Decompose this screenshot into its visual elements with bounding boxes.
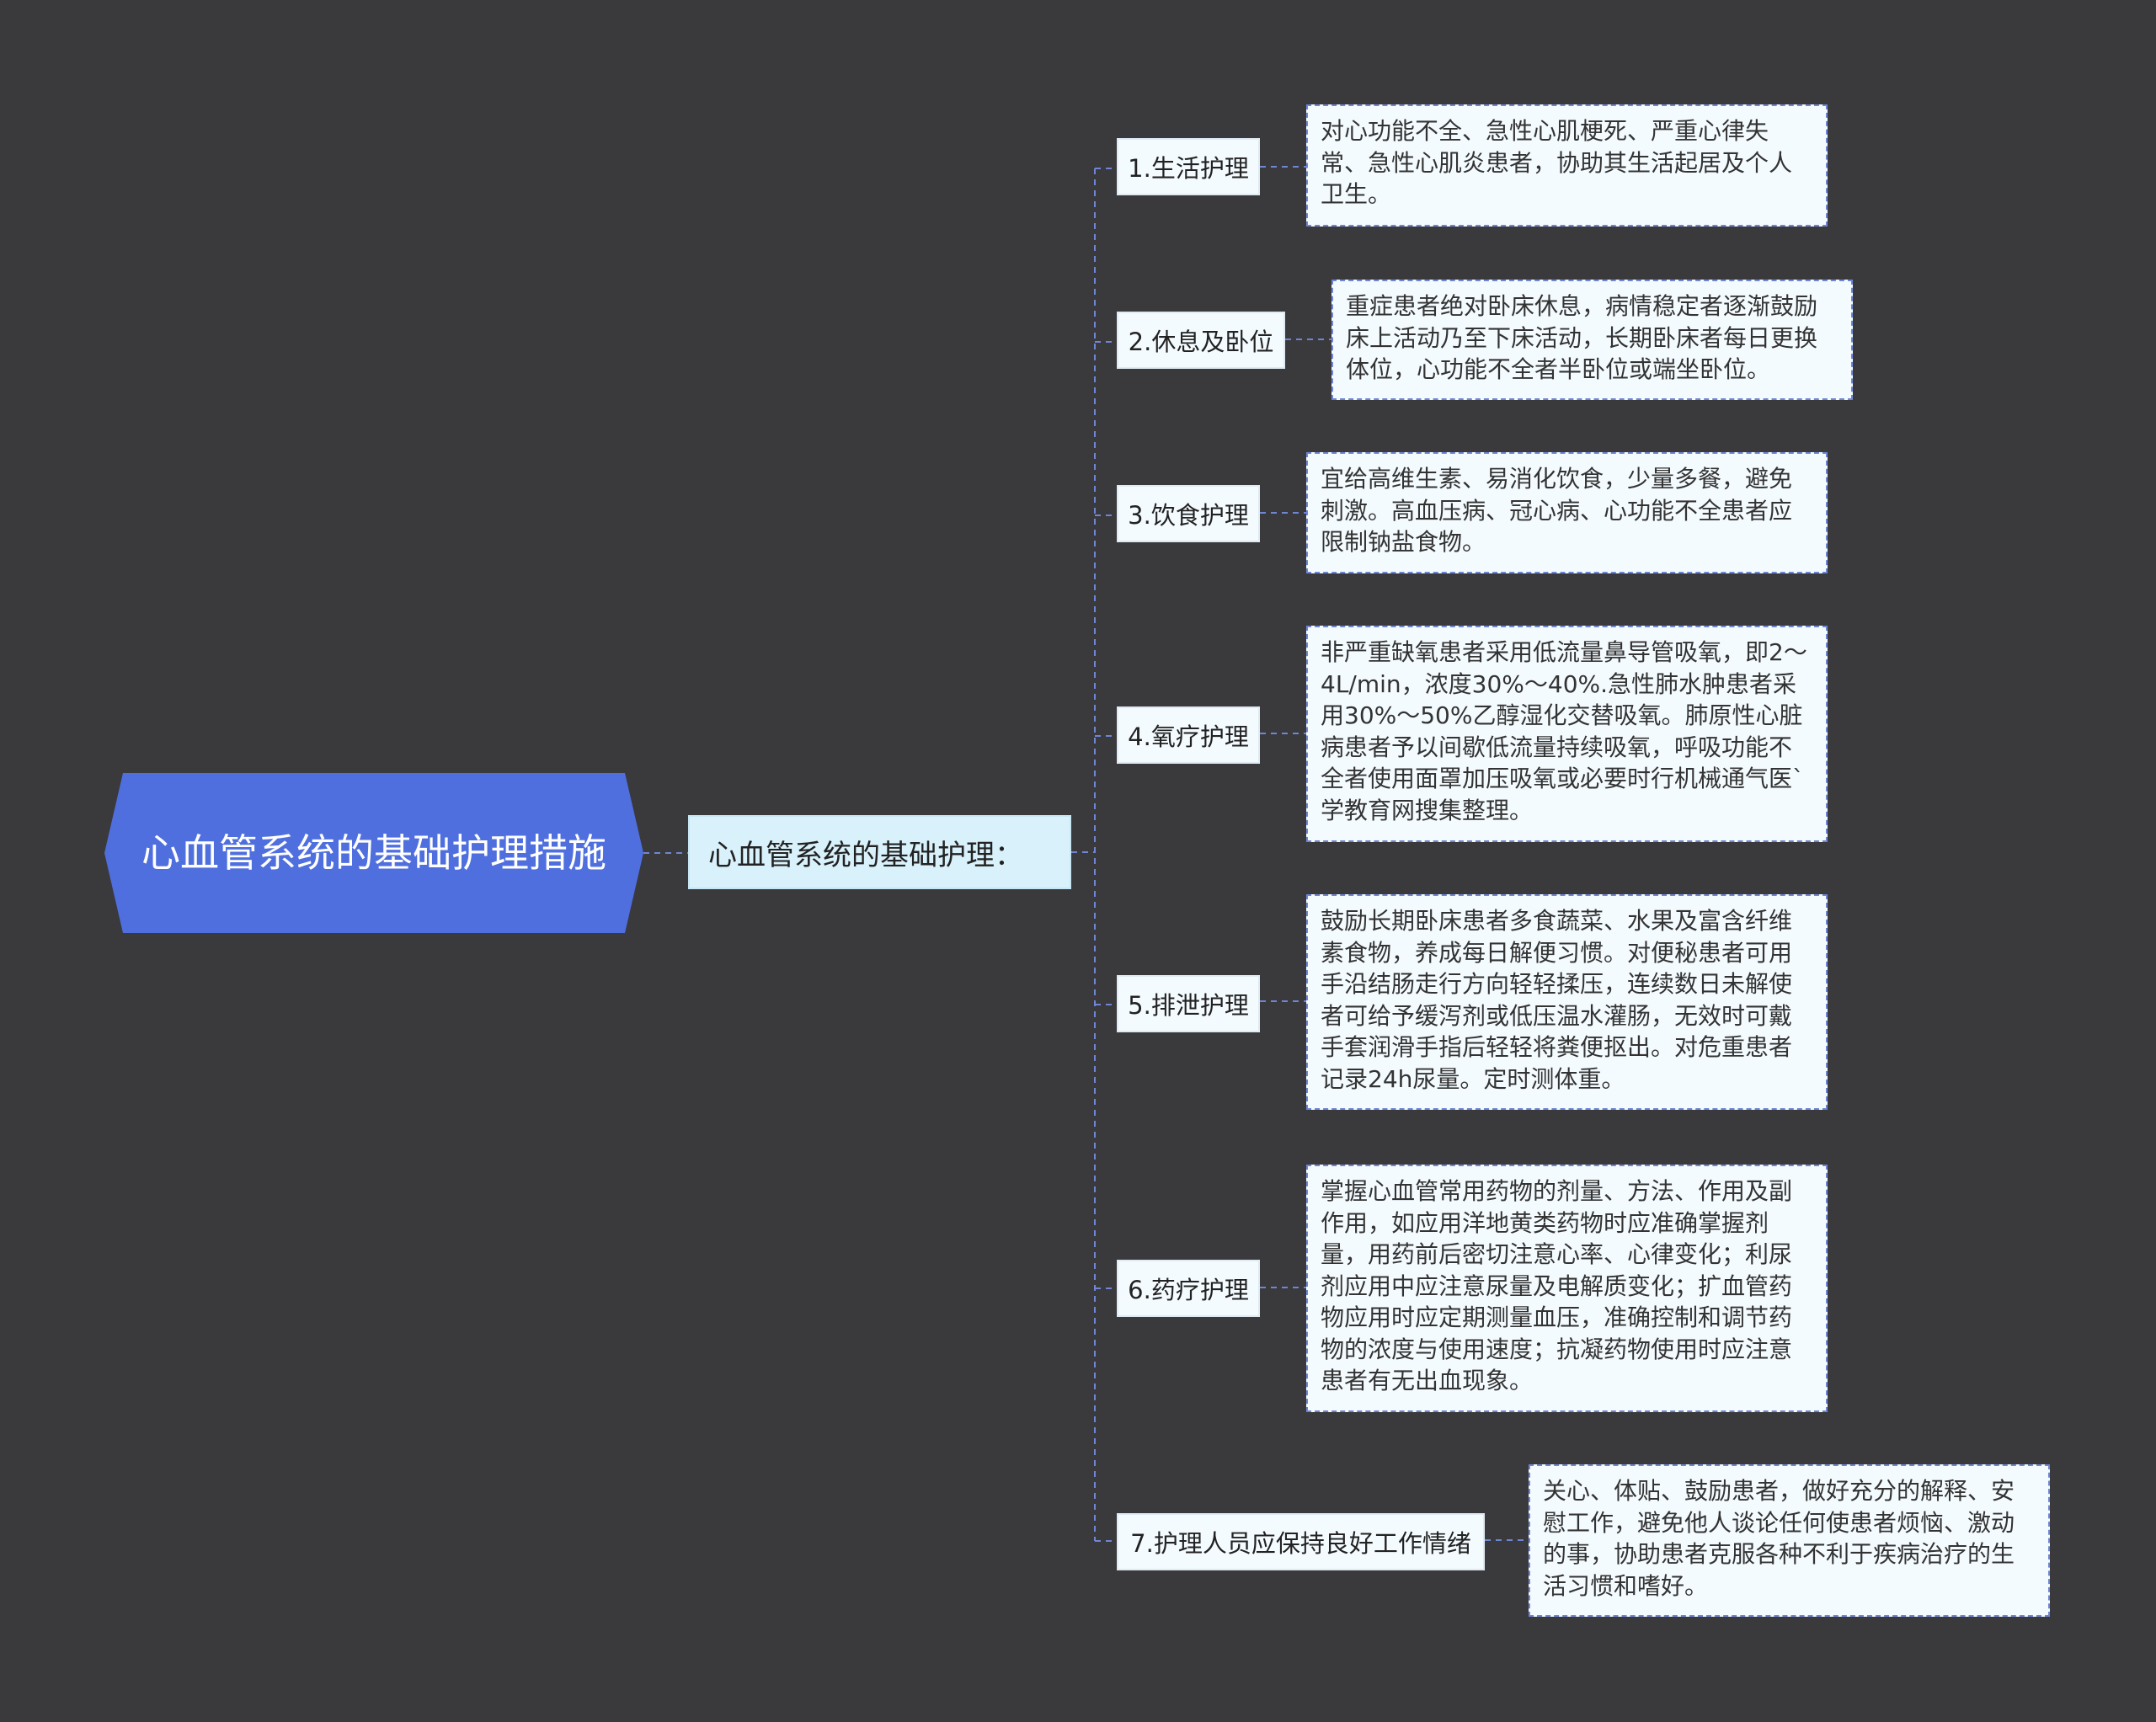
detail-node-3[interactable]: 宜给高维生素、易消化饮食，少量多餐，避免刺激。高血压病、冠心病、心功能不全患者应…: [1306, 452, 1828, 573]
detail-node-7[interactable]: 关心、体贴、鼓励患者，做好充分的解释、安慰工作，避免他人谈论任何使患者烦恼、激动…: [1529, 1464, 2050, 1617]
root-title: 心血管系统的基础护理措施: [141, 830, 606, 876]
root-node[interactable]: 心血管系统的基础护理措施: [104, 773, 643, 933]
branch-node-1[interactable]: 1.生活护理: [1117, 138, 1260, 195]
hub-node[interactable]: 心血管系统的基础护理：: [688, 815, 1071, 889]
branch-node-5[interactable]: 5.排泄护理: [1117, 975, 1260, 1032]
branch-label: 7.护理人员应保持良好工作情绪: [1130, 1529, 1471, 1558]
branch-node-4[interactable]: 4.氧疗护理: [1117, 706, 1260, 764]
branch-label: 5.排泄护理: [1128, 991, 1249, 1020]
branch-node-3[interactable]: 3.饮食护理: [1117, 485, 1260, 542]
branch-label: 2.休息及卧位: [1128, 328, 1274, 356]
branch-label: 4.氧疗护理: [1128, 722, 1249, 751]
detail-node-6[interactable]: 掌握心血管常用药物的剂量、方法、作用及副作用，如应用洋地黄类药物时应准确掌握剂量…: [1306, 1165, 1828, 1412]
branch-node-6[interactable]: 6.药疗护理: [1117, 1260, 1260, 1317]
branch-label: 3.饮食护理: [1128, 501, 1249, 530]
hub-label: 心血管系统的基础护理：: [708, 838, 1023, 872]
detail-node-4[interactable]: 非严重缺氧患者采用低流量鼻导管吸氧，即2～4L/min，浓度30%～40%.急性…: [1306, 626, 1828, 842]
branch-node-7[interactable]: 7.护理人员应保持良好工作情绪: [1117, 1513, 1485, 1570]
branch-label: 6.药疗护理: [1128, 1276, 1249, 1304]
branch-label: 1.生活护理: [1128, 154, 1249, 183]
detail-node-1[interactable]: 对心功能不全、急性心肌梗死、严重心律失常、急性心肌炎患者，协助其生活起居及个人卫…: [1306, 104, 1828, 227]
detail-node-2[interactable]: 重症患者绝对卧床休息，病情稳定者逐渐鼓励床上活动乃至下床活动，长期卧床者每日更换…: [1331, 280, 1853, 400]
branch-node-2[interactable]: 2.休息及卧位: [1117, 312, 1285, 369]
detail-node-5[interactable]: 鼓励长期卧床患者多食蔬菜、水果及富含纤维素食物，养成每日解便习惯。对便秘患者可用…: [1306, 894, 1828, 1110]
